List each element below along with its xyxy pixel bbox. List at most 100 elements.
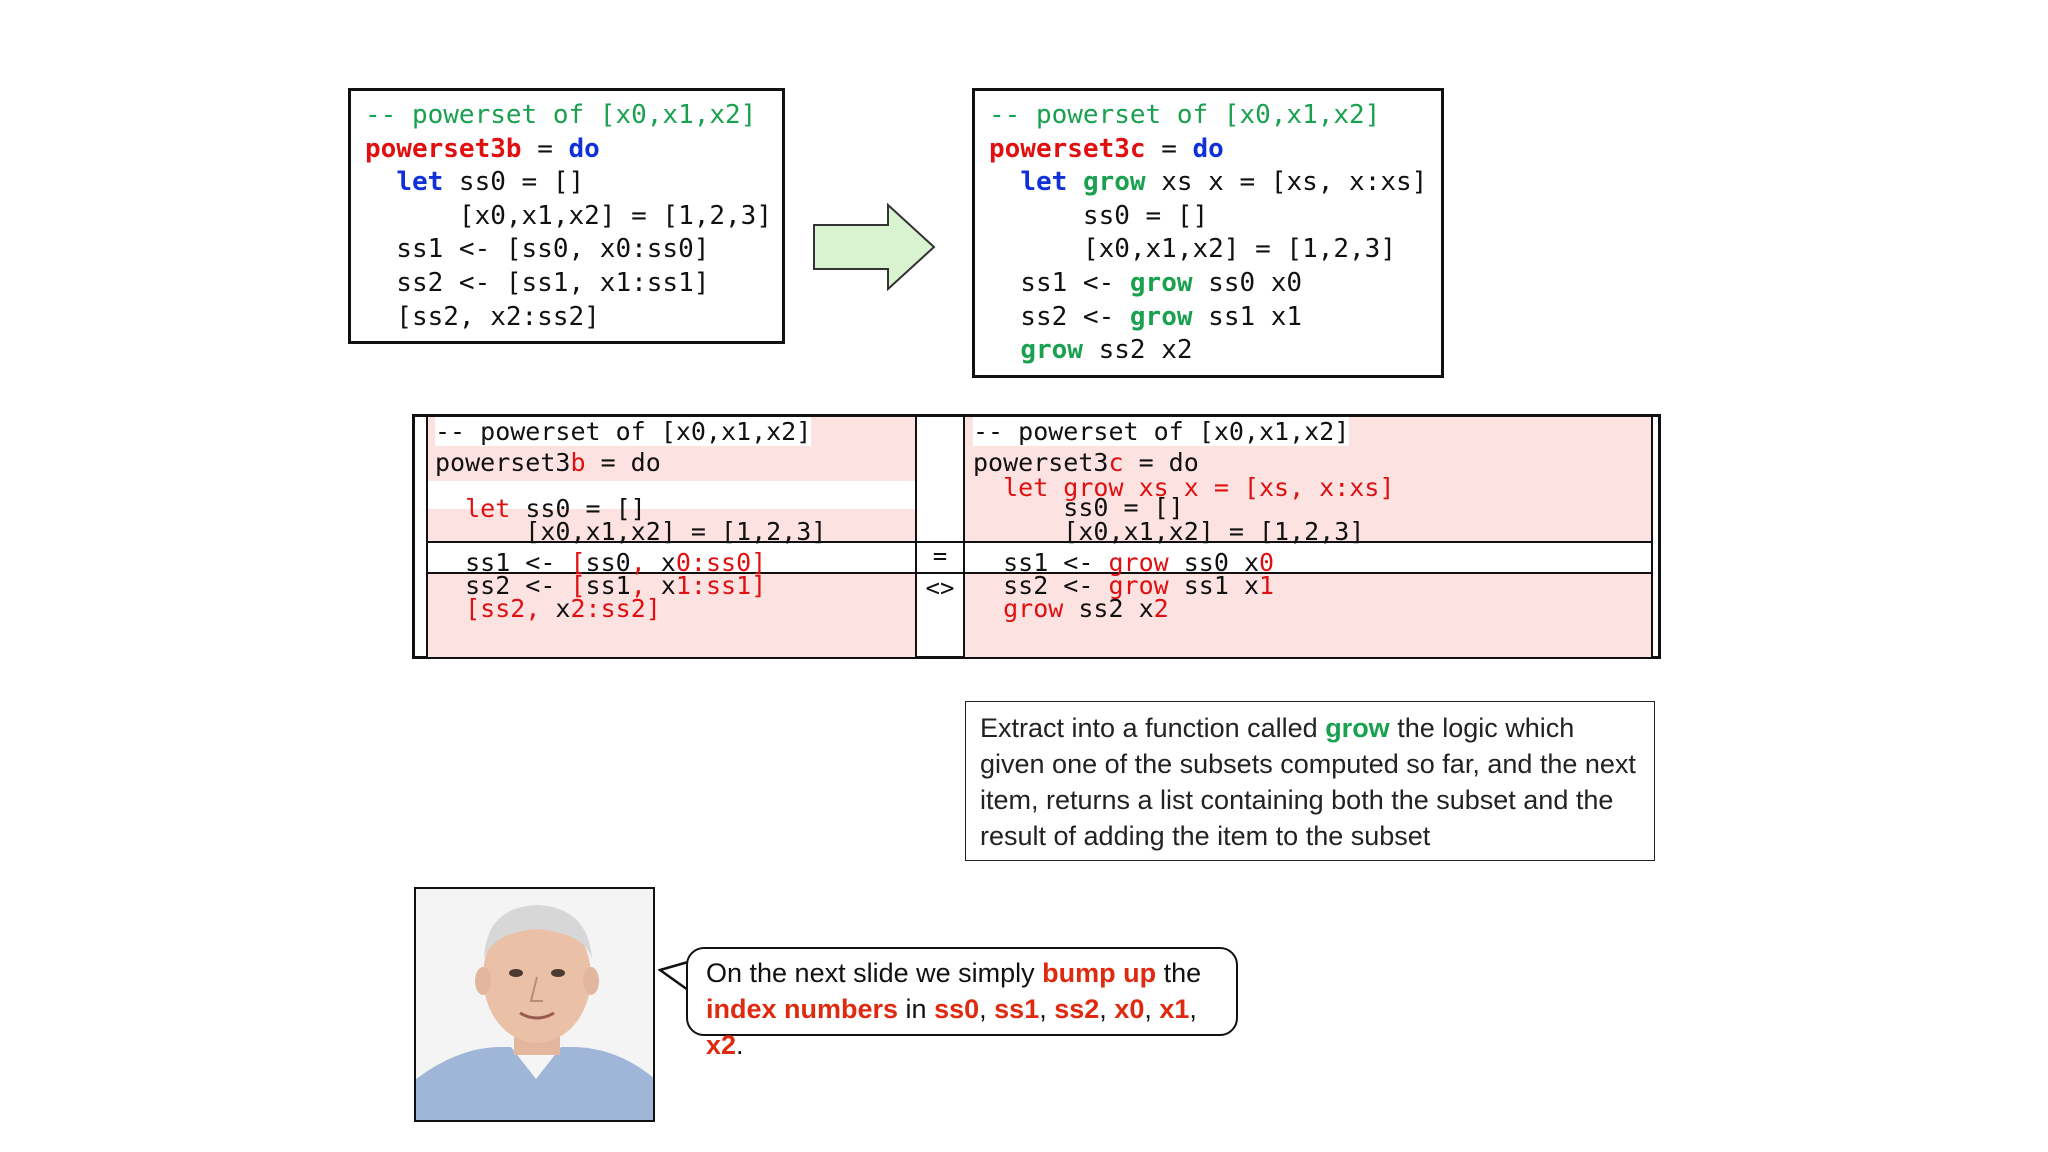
diff-left-line-7: ss2 <- [ss1, x1:ss1] xyxy=(435,571,766,600)
code-token xyxy=(989,335,1020,365)
code-token: xs x = [xs, x:xs] xyxy=(1145,167,1428,198)
speech-text-part: ss0 xyxy=(934,994,980,1024)
diff-token: = do xyxy=(1123,448,1199,477)
speech-text-part: , xyxy=(979,994,995,1024)
diff-token: ss1 <- xyxy=(973,548,1109,577)
speech-text-part: x1 xyxy=(1159,994,1190,1024)
diff-token: ss0 = [] xyxy=(510,494,646,523)
diff-token: ss1 <- xyxy=(435,548,571,577)
diff-token: -- powerset of [x0,x1,x2] xyxy=(973,417,1350,446)
diff-token: let xyxy=(465,494,511,523)
code-token: = xyxy=(521,133,569,164)
code-token: [x0,x1,x2] = [1,2,3] xyxy=(365,200,772,231)
diff-equal-symbol: = xyxy=(932,542,948,570)
diff-change-symbol: <> xyxy=(925,574,955,602)
code-right-line-6: ss1 <- grow ss0 x0 xyxy=(989,267,1427,301)
diff-token: ss2 <- xyxy=(973,571,1109,600)
diff-right-line-3: let grow xs x = [xs, x:xs] xyxy=(973,473,1394,502)
explanation-box: Extract into a function called grow the … xyxy=(965,701,1655,861)
code-token: powerset3c xyxy=(989,133,1146,164)
code-box-powerset3b: -- powerset of [x0,x1,x2]powerset3b = do… xyxy=(348,88,785,344)
diff-token: ss0 x xyxy=(1168,548,1259,577)
diff-token: [x0,x1,x2] = [1,2,3] xyxy=(435,517,827,546)
diff-token: grow xyxy=(1003,594,1064,623)
explanation-text-before: Extract into a function called xyxy=(980,713,1326,743)
code-token: ss2 <- [ss1, x1:ss1] xyxy=(365,267,710,298)
code-block-right: -- powerset of [x0,x1,x2]powerset3c = do… xyxy=(989,99,1427,368)
code-token: -- powerset of [x0,x1,x2] xyxy=(365,100,757,130)
code-token: ss0 x0 xyxy=(1192,267,1303,298)
code-token: ss0 = [] xyxy=(443,167,585,198)
diff-token xyxy=(973,594,1003,623)
speech-text-part: x2 xyxy=(706,1030,737,1060)
code-block-left: -- powerset of [x0,x1,x2]powerset3b = do… xyxy=(365,99,772,335)
diff-token: ss0 xyxy=(585,548,631,577)
diff-token: ss2 <- xyxy=(435,571,571,600)
diff-token xyxy=(435,594,465,623)
code-box-powerset3c: -- powerset of [x0,x1,x2]powerset3c = do… xyxy=(972,88,1444,378)
diff-left-line-8: [ss2, x2:ss2] xyxy=(435,594,661,623)
diff-hline-bottom xyxy=(426,572,1653,574)
right-arrow-icon xyxy=(813,203,936,291)
diff-right-line-8: grow ss2 x2 xyxy=(973,594,1169,623)
speech-bubble: On the next slide we simply bump up the … xyxy=(686,947,1238,1060)
diff-table: -- powerset of [x0,x1,x2]powerset3b = do… xyxy=(412,414,1661,659)
diff-token: 1:ss1] xyxy=(675,571,767,600)
code-token xyxy=(1067,167,1083,197)
code-token: ss1 <- [ss0, x0:ss0] xyxy=(365,234,710,265)
code-token: grow xyxy=(1020,335,1083,366)
speech-text-part: On the next slide we simply xyxy=(706,958,1043,988)
code-token: ss1 <- xyxy=(989,267,1130,298)
speech-text-part: , xyxy=(1144,994,1160,1024)
diff-token: x xyxy=(645,548,676,577)
diff-hline-top xyxy=(426,541,1653,543)
code-token: grow xyxy=(1082,167,1146,198)
speech-text-part: bump up xyxy=(1042,958,1157,988)
code-token: powerset3b xyxy=(365,133,522,164)
diff-token: [ss2, xyxy=(465,594,541,623)
code-token: -- powerset of [x0,x1,x2] xyxy=(989,100,1381,130)
diff-left-line-6: ss1 <- [ss0, x0:ss0] xyxy=(435,548,766,577)
diff-token: [x0,x1,x2] = [1,2,3] xyxy=(973,517,1365,546)
diff-right-line-1: -- powerset of [x0,x1,x2] xyxy=(973,417,1350,446)
speech-text-part: , xyxy=(1099,994,1115,1024)
code-left-line-7: [ss2, x2:ss2] xyxy=(365,301,768,335)
diff-token: grow xyxy=(1108,548,1169,577)
diff-token: 2 xyxy=(1153,594,1169,623)
code-right-line-1: -- powerset of [x0,x1,x2] xyxy=(989,99,1427,133)
speech-text-part: index numbers xyxy=(706,994,899,1024)
code-token: do xyxy=(568,133,600,164)
diff-token: , xyxy=(630,571,646,600)
speech-text-part: , xyxy=(1189,994,1197,1024)
diff-token: ss2 x xyxy=(1063,594,1154,623)
diff-token: x xyxy=(645,571,676,600)
diff-token: b xyxy=(570,448,586,477)
diff-left-pink-bottom xyxy=(428,572,915,657)
explanation-text-after: the logic which given one of the subsets… xyxy=(980,713,1636,851)
diff-token: 1 xyxy=(1259,571,1275,600)
code-left-line-1: -- powerset of [x0,x1,x2] xyxy=(365,99,768,133)
diff-vline-left xyxy=(915,417,917,656)
code-token: ss0 = [] xyxy=(989,200,1209,231)
diff-token: [ xyxy=(570,548,586,577)
code-right-line-8: grow ss2 x2 xyxy=(989,334,1427,368)
code-right-line-5: [x0,x1,x2] = [1,2,3] xyxy=(989,233,1427,267)
speech-text-part: . xyxy=(736,1030,744,1060)
diff-token: , xyxy=(630,548,646,577)
diff-right-line-5: [x0,x1,x2] = [1,2,3] xyxy=(973,517,1364,546)
diff-right-pink-bottom xyxy=(965,572,1651,657)
speech-text-part: the xyxy=(1156,958,1202,988)
code-left-line-3: let ss0 = [] xyxy=(365,166,768,200)
diff-token: 0:ss0] xyxy=(675,548,767,577)
diff-right-line-2: powerset3c = do xyxy=(973,448,1199,477)
diff-token: -- powerset of [x0,x1,x2] xyxy=(435,417,812,446)
diff-token: [ xyxy=(570,571,586,600)
code-token: ss2 x2 xyxy=(1082,335,1193,366)
code-right-line-7: ss2 <- grow ss1 x1 xyxy=(989,301,1427,335)
code-token: ss1 x1 xyxy=(1192,301,1303,332)
diff-right-line-6: ss1 <- grow ss0 x0 xyxy=(973,548,1274,577)
code-token: do xyxy=(1192,133,1224,164)
speech-text-part: ss1 xyxy=(994,994,1040,1024)
diff-left-line-1: -- powerset of [x0,x1,x2] xyxy=(435,417,812,446)
code-token: let xyxy=(396,167,444,198)
